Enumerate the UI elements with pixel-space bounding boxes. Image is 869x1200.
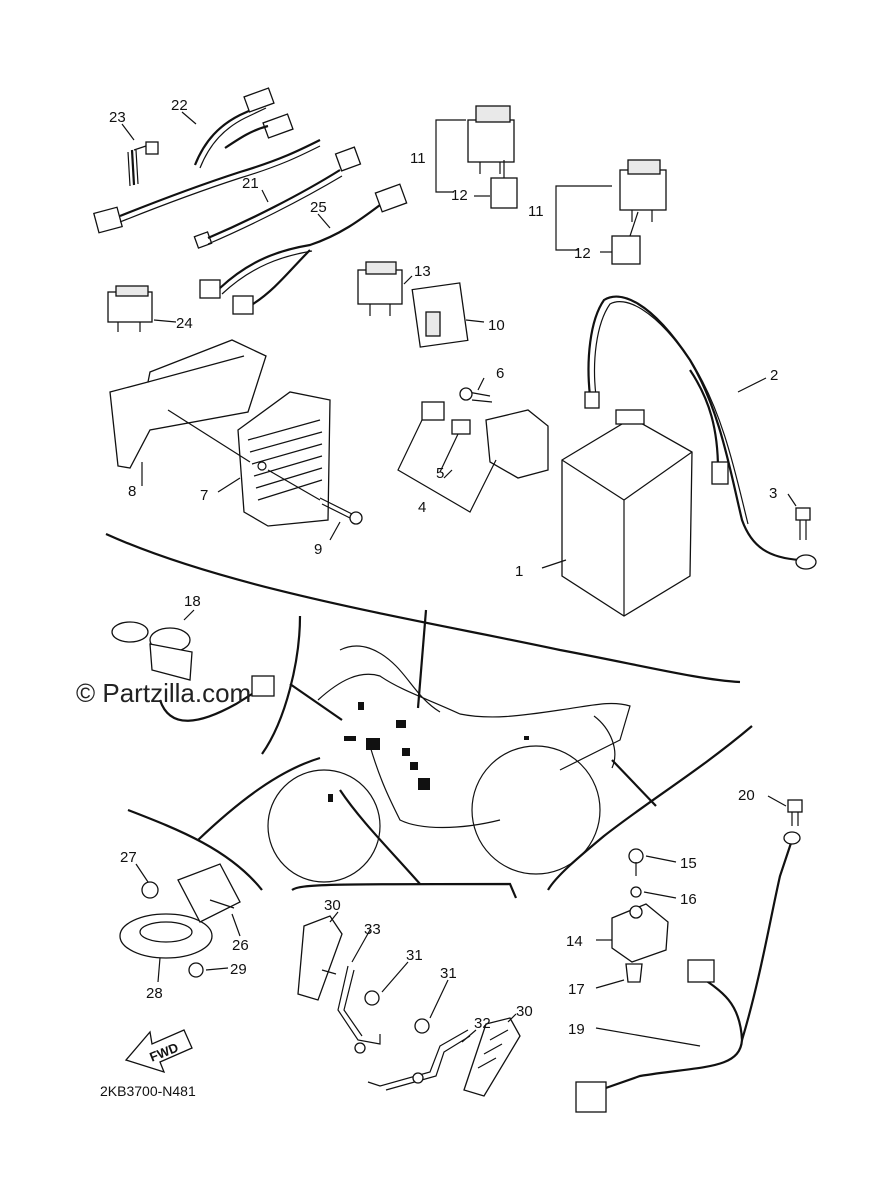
rectifier-regulator-7 — [237, 391, 331, 527]
callout-12-left: 12 — [451, 187, 468, 204]
section-divider-left — [261, 615, 302, 755]
battery-cable-2 — [584, 295, 817, 570]
bracket-33 — [337, 965, 381, 1054]
wire-harness-22 — [93, 87, 321, 234]
callout-6: 6 — [496, 365, 504, 382]
dc-socket-18 — [111, 621, 275, 722]
motorcycle-outline — [267, 645, 631, 883]
callout-1: 1 — [515, 563, 523, 580]
relay-24 — [107, 285, 153, 332]
nut-31-left — [364, 990, 380, 1006]
wire-harness-21 — [193, 146, 362, 249]
callout-8: 8 — [128, 483, 136, 500]
callout-31-left: 31 — [406, 947, 423, 964]
section-divider-top — [105, 532, 741, 684]
callout-2: 2 — [770, 367, 778, 384]
callout-5: 5 — [436, 465, 444, 482]
callout-11-left: 11 — [410, 150, 426, 167]
horn-28 — [119, 863, 241, 978]
footrest-30-right — [463, 1017, 521, 1097]
fuse-box-4 — [421, 387, 549, 479]
wire-tie-23 — [127, 141, 159, 187]
callout-10: 10 — [488, 317, 505, 334]
callout-7: 7 — [200, 487, 208, 504]
watermark: © Partzilla.com — [76, 678, 251, 708]
callout-4: 4 — [418, 499, 426, 516]
callout-23: 23 — [109, 109, 126, 126]
callout-28: 28 — [146, 985, 163, 1002]
callout-27: 27 — [120, 849, 137, 866]
bolt-20 — [787, 799, 803, 826]
ground-lead-19 — [575, 831, 801, 1113]
callout-32: 32 — [474, 1015, 491, 1032]
callout-31-right: 31 — [440, 965, 457, 982]
callout-14: 14 — [566, 933, 583, 950]
callout-25: 25 — [310, 199, 327, 216]
section-divider-right — [547, 725, 753, 891]
callout-12-right: 12 — [574, 245, 591, 262]
callout-30-right: 30 — [516, 1003, 533, 1020]
cover-8 — [109, 339, 267, 469]
nut-31-right — [414, 1018, 430, 1034]
callout-9: 9 — [314, 541, 322, 558]
fwd-arrow-icon: FWD — [124, 1029, 193, 1074]
callout-15: 15 — [680, 855, 697, 872]
battery-1 — [561, 409, 693, 617]
bracket-32 — [367, 1029, 471, 1091]
starter-relay-11-right — [611, 159, 667, 265]
callout-11-right: 11 — [528, 203, 544, 220]
callout-22: 22 — [171, 97, 188, 114]
starter-relay-11-left — [467, 105, 518, 209]
bolt-9 — [319, 497, 363, 525]
leader-lines — [121, 111, 797, 1047]
flasher-relay-10 — [411, 282, 469, 348]
callout-17: 17 — [568, 981, 585, 998]
callouts: 22 23 21 25 24 11 12 11 12 13 10 6 2 3 1… — [109, 97, 778, 1038]
sensor-14 — [611, 903, 669, 983]
callout-3: 3 — [769, 485, 777, 502]
callout-21: 21 — [242, 175, 259, 192]
callout-24: 24 — [176, 315, 193, 332]
callout-18: 18 — [184, 593, 201, 610]
callout-16: 16 — [680, 891, 697, 908]
footrest-30-left — [297, 915, 343, 1001]
wire-harness-25 — [199, 183, 408, 315]
diagram-code: 2KB3700-N481 — [100, 1083, 196, 1099]
bolt-3 — [795, 507, 811, 540]
callout-13: 13 — [414, 263, 431, 280]
screw-15 — [628, 848, 644, 876]
callout-30-left: 30 — [324, 897, 341, 914]
callout-19: 19 — [568, 1021, 585, 1038]
relay-13 — [357, 261, 403, 316]
callout-20: 20 — [738, 787, 755, 804]
callout-33: 33 — [364, 921, 381, 938]
callout-26: 26 — [232, 937, 249, 954]
washer-16 — [630, 886, 642, 898]
callout-29: 29 — [230, 961, 247, 978]
